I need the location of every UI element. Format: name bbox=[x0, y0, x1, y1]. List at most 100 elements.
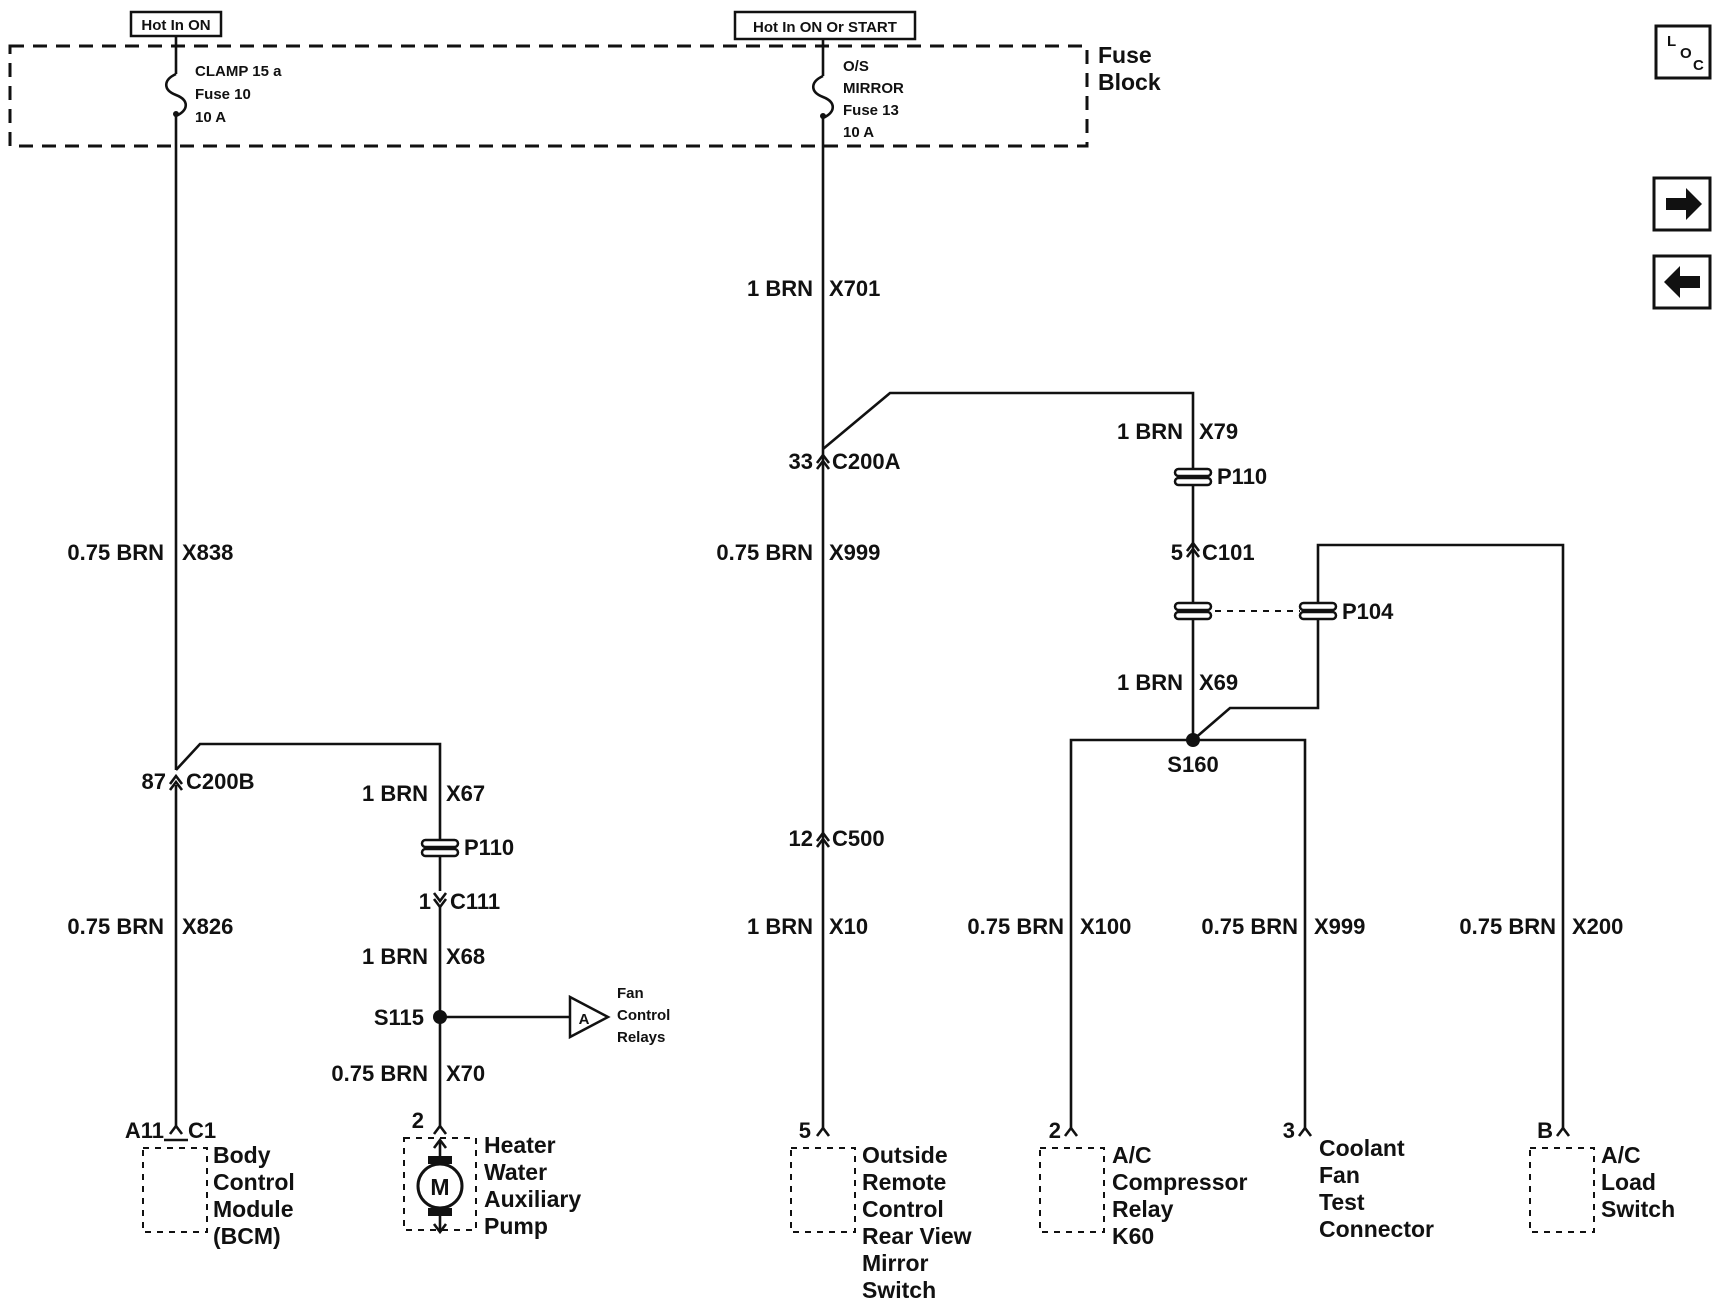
fuse-10-line1: CLAMP 15 a bbox=[195, 63, 282, 80]
wire-x79 bbox=[822, 391, 1195, 469]
component-ac-load-switch: B A/C Load Switch bbox=[1529, 1118, 1675, 1233]
connector-c200b-pin: 87 bbox=[142, 769, 166, 794]
location-button-c: C bbox=[1693, 57, 1704, 74]
fuse-block-label-line2: Block bbox=[1098, 69, 1161, 95]
component-bcm-pin: A11 bbox=[125, 1118, 164, 1143]
component-ac-load-switch-pin: B bbox=[1537, 1118, 1553, 1143]
connector-c101-pin: 5 bbox=[1171, 540, 1183, 565]
component-ac-compressor-relay-name-line1: A/C bbox=[1112, 1142, 1152, 1168]
wire-x67 bbox=[175, 742, 442, 840]
next-page-button[interactable] bbox=[1652, 176, 1712, 232]
component-heater-pump-name-line4: Pump bbox=[484, 1213, 548, 1239]
component-ac-load-switch-name-line3: Switch bbox=[1601, 1196, 1675, 1222]
splice-pack-p110-left: P110 bbox=[420, 835, 514, 860]
connector-c200a: 33 C200A bbox=[789, 449, 901, 474]
previous-page-button[interactable] bbox=[1652, 254, 1712, 310]
component-mirror-switch-name-line4: Rear View bbox=[862, 1223, 972, 1249]
fuse-13-line1: O/S bbox=[843, 58, 869, 75]
wire-x838-gauge: 0.75 BRN bbox=[67, 540, 164, 565]
offpage-label-line2: Control bbox=[617, 1007, 670, 1024]
component-bcm: A11 C1 Body Control Module (BCM) bbox=[125, 1118, 295, 1249]
connector-c111: 1 C111 bbox=[419, 889, 500, 914]
fuse-10-line2: Fuse 10 bbox=[195, 86, 251, 103]
wire-x826-id: X826 bbox=[182, 914, 233, 939]
component-bcm-connector: C1 bbox=[188, 1118, 216, 1143]
location-button-l: L bbox=[1667, 33, 1676, 50]
connector-c500: 12 C500 bbox=[789, 826, 885, 851]
offpage-connector-a[interactable]: A bbox=[568, 994, 611, 1040]
wire-x68-gauge: 1 BRN bbox=[362, 944, 428, 969]
wire-x999a-gauge: 0.75 BRN bbox=[716, 540, 813, 565]
component-coolant-fan-test-connector-name-line2: Fan bbox=[1319, 1162, 1360, 1188]
arrow-left-icon bbox=[1664, 266, 1700, 298]
wire-x68-id: X68 bbox=[446, 944, 485, 969]
splice-pack-p104-label: P104 bbox=[1342, 599, 1394, 624]
fuse-block-label-line1: Fuse bbox=[1098, 42, 1152, 68]
wire-x10-id: X10 bbox=[829, 914, 868, 939]
fuse-13: O/S MIRROR Fuse 13 10 A bbox=[811, 39, 904, 141]
connector-c500-name: C500 bbox=[832, 826, 885, 851]
component-ac-load-switch-name-line2: Load bbox=[1601, 1169, 1656, 1195]
wire-x701-gauge: 1 BRN bbox=[747, 276, 813, 301]
fuse-13-line3: Fuse 13 bbox=[843, 102, 899, 119]
wire-x100-gauge: 0.75 BRN bbox=[967, 914, 1064, 939]
wire-x200 bbox=[1316, 543, 1565, 1130]
splice-pack-p104: P104 bbox=[1173, 599, 1394, 624]
splice-s160-label: S160 bbox=[1167, 752, 1218, 777]
wire-x69-id: X69 bbox=[1199, 670, 1238, 695]
connector-c111-name: C111 bbox=[450, 889, 500, 914]
component-ac-compressor-relay: 2 A/C Compressor Relay K60 bbox=[1039, 1118, 1248, 1249]
wire-x69-gauge: 1 BRN bbox=[1117, 670, 1183, 695]
fuse-block-outline bbox=[8, 44, 1089, 148]
component-mirror-switch: 5 Outside Remote Control Rear View Mirro… bbox=[790, 1118, 972, 1303]
arrow-right-icon bbox=[1666, 188, 1702, 220]
component-ac-compressor-relay-name-line4: K60 bbox=[1112, 1223, 1154, 1249]
component-heater-pump: M 2 Heater Water Auxiliary Pump bbox=[403, 1108, 581, 1239]
component-ac-compressor-relay-name-line3: Relay bbox=[1112, 1196, 1174, 1222]
component-bcm-name-line4: (BCM) bbox=[213, 1223, 281, 1249]
wire-x70-gauge: 0.75 BRN bbox=[331, 1061, 428, 1086]
component-mirror-switch-name-line2: Remote bbox=[862, 1169, 946, 1195]
component-coolant-fan-test-connector-pin: 3 bbox=[1283, 1118, 1295, 1143]
wire-x701-id: X701 bbox=[829, 276, 880, 301]
wire-x100 bbox=[1069, 738, 1193, 1130]
splice-pack-p110-right: P110 bbox=[1173, 464, 1267, 489]
location-button[interactable]: L O C bbox=[1654, 24, 1712, 80]
fuse-10-line3: 10 A bbox=[195, 109, 226, 126]
component-ac-compressor-relay-name-line2: Compressor bbox=[1112, 1169, 1248, 1195]
connector-c200b: 87 C200B bbox=[142, 769, 255, 794]
splice-pack-p110-left-label: P110 bbox=[464, 835, 514, 860]
offpage-connector-a-letter: A bbox=[579, 1011, 590, 1028]
connector-c101: 5 C101 bbox=[1171, 540, 1255, 565]
component-coolant-fan-test-connector-name-line3: Test bbox=[1319, 1189, 1365, 1215]
component-bcm-name-line1: Body bbox=[213, 1142, 271, 1168]
component-mirror-switch-pin: 5 bbox=[799, 1118, 811, 1143]
wire-x70-id: X70 bbox=[446, 1061, 485, 1086]
power-tag-hot-on: Hot In ON bbox=[129, 10, 223, 38]
component-mirror-switch-name-line3: Control bbox=[862, 1196, 944, 1222]
component-heater-pump-pin: 2 bbox=[412, 1108, 424, 1133]
location-button-o: O bbox=[1680, 45, 1692, 62]
splice-pack-p110-right-label: P110 bbox=[1217, 464, 1267, 489]
wire-x838-id: X838 bbox=[182, 540, 233, 565]
wire-x200-gauge: 0.75 BRN bbox=[1459, 914, 1556, 939]
fuse-13-line4: 10 A bbox=[843, 124, 874, 141]
component-mirror-switch-name-line1: Outside bbox=[862, 1142, 948, 1168]
connector-c200a-name: C200A bbox=[832, 449, 901, 474]
component-bcm-name-line2: Control bbox=[213, 1169, 295, 1195]
offpage-label-line3: Relays bbox=[617, 1029, 665, 1046]
connector-c500-pin: 12 bbox=[789, 826, 813, 851]
wire-x79-gauge: 1 BRN bbox=[1117, 419, 1183, 444]
wire-x999b-gauge: 0.75 BRN bbox=[1201, 914, 1298, 939]
wire-x100-id: X100 bbox=[1080, 914, 1131, 939]
component-heater-pump-motor: M bbox=[430, 1174, 449, 1200]
component-coolant-fan-test-connector: 3 Coolant Fan Test Connector bbox=[1283, 1118, 1434, 1242]
component-mirror-switch-name-line6: Switch bbox=[862, 1277, 936, 1303]
component-heater-pump-name-line1: Heater bbox=[484, 1132, 556, 1158]
wire-x200-id: X200 bbox=[1572, 914, 1623, 939]
component-ac-compressor-relay-pin: 2 bbox=[1049, 1118, 1061, 1143]
wire-x67-gauge: 1 BRN bbox=[362, 781, 428, 806]
component-bcm-name-line3: Module bbox=[213, 1196, 294, 1222]
wire-x999a-id: X999 bbox=[829, 540, 880, 565]
